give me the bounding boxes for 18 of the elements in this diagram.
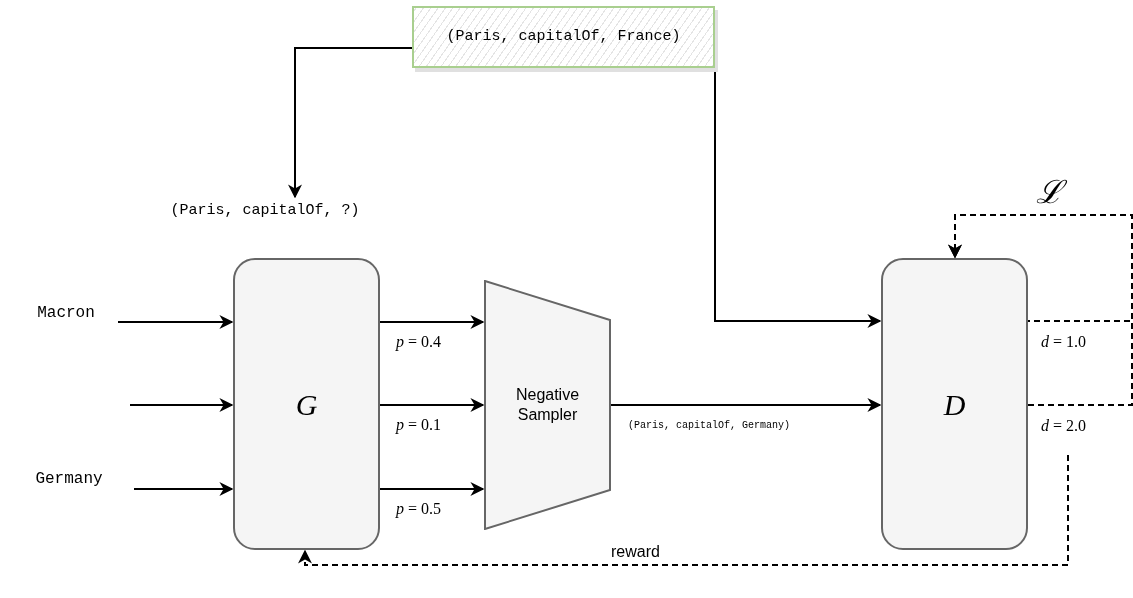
arrow [379,398,485,412]
arrow [298,454,1069,566]
arrow [379,482,485,496]
discriminator-box: D [881,258,1028,550]
generator-box: G [233,258,380,550]
arrow [133,482,234,496]
node-label: Negative Sampler [514,385,581,425]
entity-text: Germany [4,468,134,490]
arrow [379,315,485,329]
arrow [288,47,413,199]
arrow [948,214,1133,406]
query-text: (Paris, capitalOf, ?) [160,198,370,224]
sampler-trapezoid [484,280,611,530]
arrow [117,315,234,329]
edge-label: (Paris, capitalOf, Germany) [627,418,792,433]
arrow [610,398,882,412]
arrow [129,398,234,412]
entity-text: Macron [14,302,118,324]
